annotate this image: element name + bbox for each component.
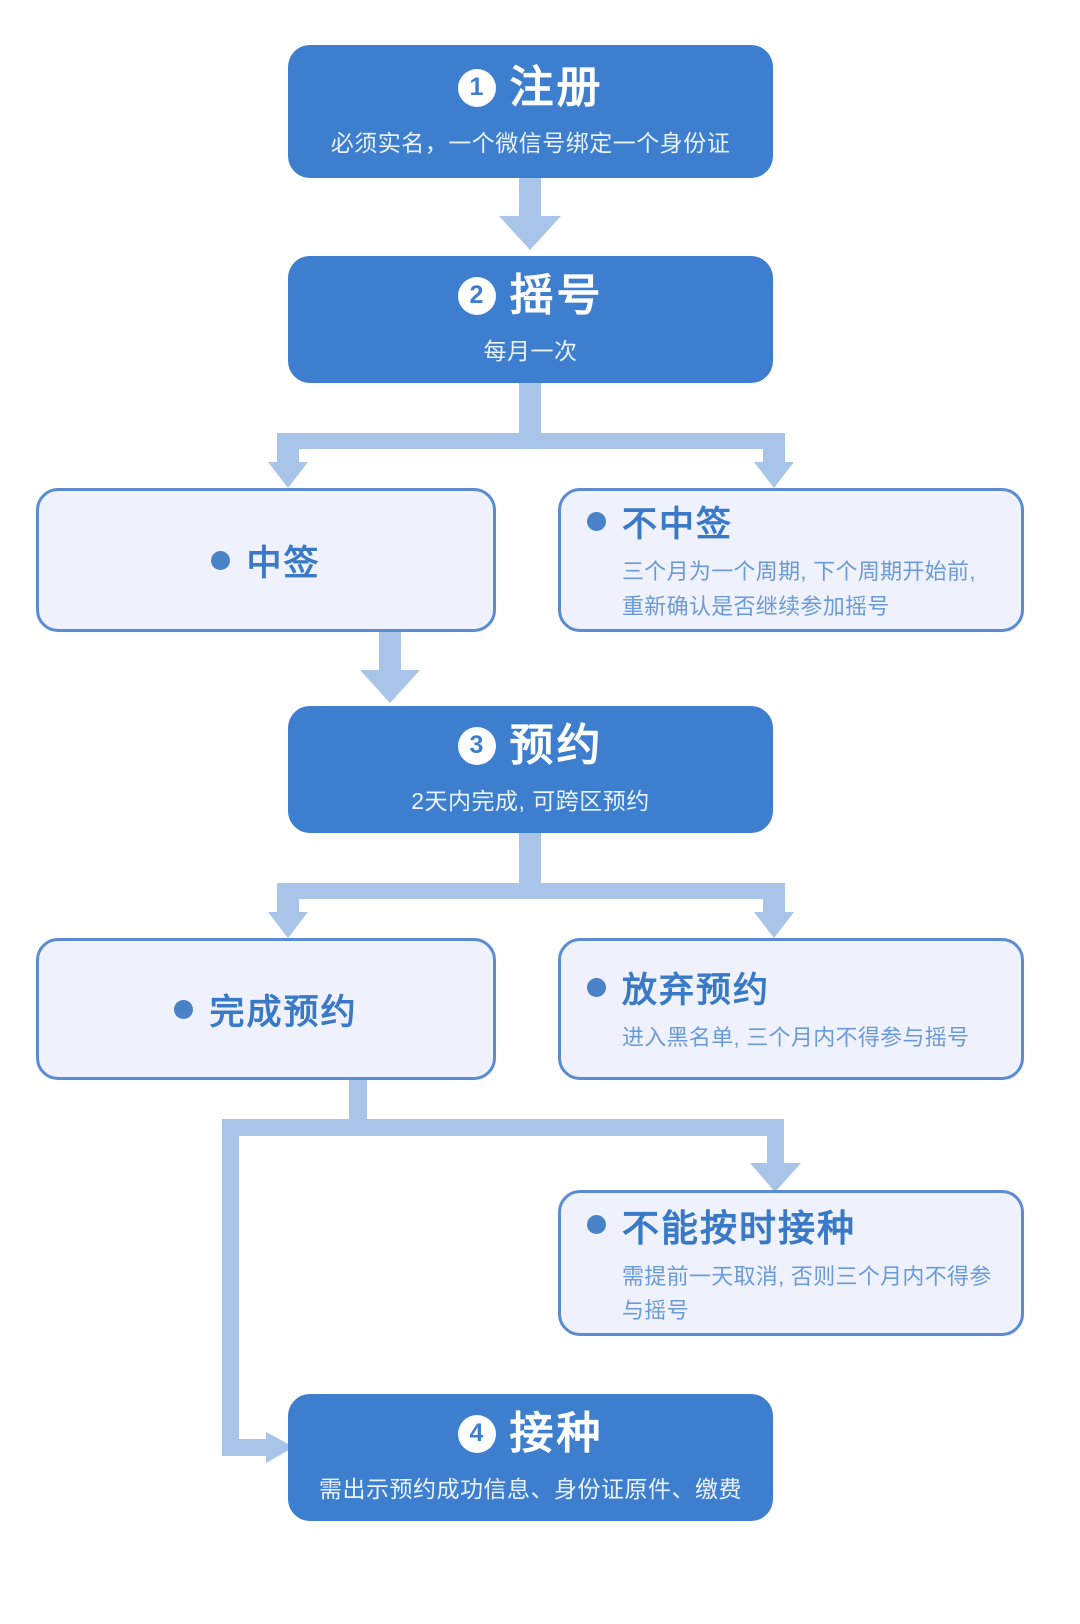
bullet-dot-icon <box>587 978 606 998</box>
branch-heading: 不中签 <box>587 496 733 547</box>
branch-content: 不能按时接种 需提前一天取消, 否则三个月内不得参与摇号 <box>561 1193 1021 1333</box>
branch-content: 中签 <box>39 491 493 629</box>
connector-win-to-step3 <box>360 632 420 703</box>
step-box-register[interactable]: 1 注册 必须实名，一个微信号绑定一个身份证 <box>288 45 773 178</box>
branch-box-won-lottery[interactable]: 中签 <box>36 488 496 632</box>
bullet-dot-icon <box>587 512 606 532</box>
step-1-heading: 1 注册 <box>457 62 604 112</box>
step-title: 摇号 <box>509 270 604 320</box>
branch-content: 放弃预约 进入黑名单, 三个月内不得参与摇号 <box>561 941 1021 1077</box>
branch-box-abandon-appointment[interactable]: 放弃预约 进入黑名单, 三个月内不得参与摇号 <box>558 938 1024 1080</box>
step-title: 预约 <box>509 720 604 770</box>
connector-step1-to-step2 <box>499 178 561 250</box>
branch-title: 完成预约 <box>209 992 358 1032</box>
branch-heading: 完成预约 <box>174 984 357 1035</box>
branch-box-appointment-completed[interactable]: 完成预约 <box>36 938 496 1080</box>
step-2-heading: 2 摇号 <box>457 270 604 320</box>
bullet-dot-icon <box>587 1215 606 1235</box>
step-title: 接种 <box>509 1408 604 1458</box>
step-subtitle: 必须实名，一个微信号绑定一个身份证 <box>330 129 731 156</box>
branch-heading: 不能按时接种 <box>587 1198 856 1252</box>
connector-step3-branch-split <box>268 833 794 938</box>
bullet-dot-icon <box>174 999 194 1019</box>
branch-title: 不能按时接种 <box>622 1207 856 1249</box>
step-subtitle: 每月一次 <box>483 337 578 364</box>
bullet-dot-icon <box>211 550 231 570</box>
branch-title: 放弃预约 <box>622 971 771 1011</box>
branch-title: 不中签 <box>622 505 734 545</box>
branch-heading: 放弃预约 <box>587 962 770 1013</box>
branch-heading: 中签 <box>211 535 320 586</box>
connector-step2-branch-split <box>268 383 794 488</box>
step-title: 注册 <box>509 62 604 112</box>
branch-description: 三个月为一个周期, 下个周期开始前, 重新确认是否继续参加摇号 <box>622 559 976 619</box>
step-number-badge: 2 <box>457 276 496 315</box>
branch-description: 进入黑名单, 三个月内不得参与摇号 <box>622 1025 970 1051</box>
step-box-lottery[interactable]: 2 摇号 每月一次 <box>288 256 773 383</box>
step-number-badge: 3 <box>457 726 496 765</box>
branch-title: 中签 <box>246 543 321 583</box>
branch-description: 需提前一天取消, 否则三个月内不得参与摇号 <box>622 1263 992 1323</box>
step-subtitle: 需出示预约成功信息、身份证原件、缴费 <box>319 1475 742 1502</box>
step-subtitle: 2天内完成, 可跨区预约 <box>411 787 650 814</box>
step-4-heading: 4 接种 <box>457 1408 604 1458</box>
branch-content: 完成预约 <box>39 941 493 1077</box>
step-box-appointment[interactable]: 3 预约 2天内完成, 可跨区预约 <box>288 706 773 833</box>
branch-content: 不中签 三个月为一个周期, 下个周期开始前, 重新确认是否继续参加摇号 <box>561 491 1021 629</box>
step-number-badge: 1 <box>457 68 496 107</box>
step-box-vaccination[interactable]: 4 接种 需出示预约成功信息、身份证原件、缴费 <box>288 1394 773 1521</box>
step-number-badge: 4 <box>457 1414 496 1453</box>
branch-box-cannot-attend-on-time[interactable]: 不能按时接种 需提前一天取消, 否则三个月内不得参与摇号 <box>558 1190 1024 1336</box>
branch-box-not-won-lottery[interactable]: 不中签 三个月为一个周期, 下个周期开始前, 重新确认是否继续参加摇号 <box>558 488 1024 632</box>
step-3-heading: 3 预约 <box>457 720 604 770</box>
